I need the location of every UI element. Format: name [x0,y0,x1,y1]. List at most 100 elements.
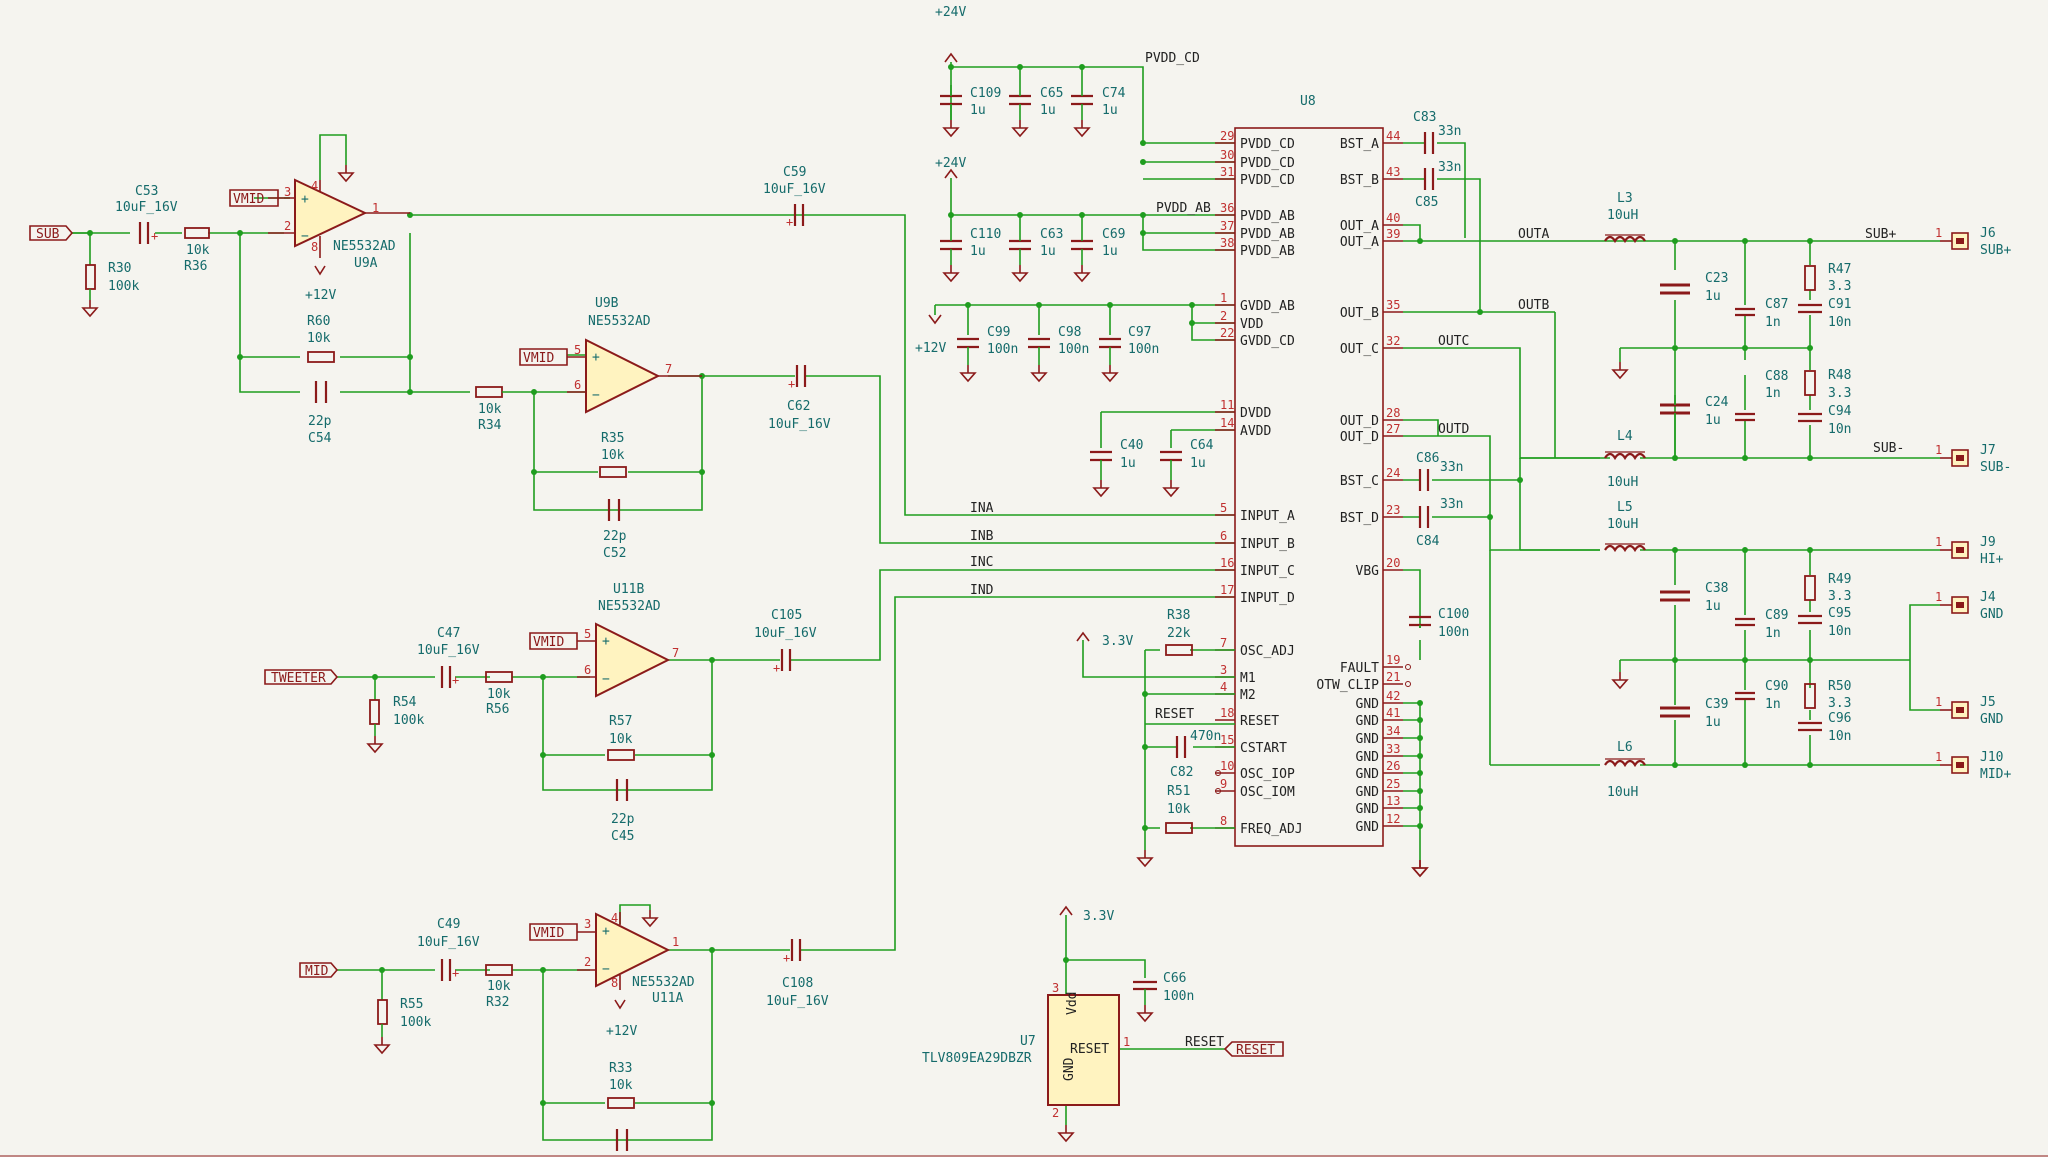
pin-number: 1 [1935,750,1942,764]
svg-text:+: + [783,951,790,965]
vmid-label-u9b: VMID [519,348,568,366]
svg-text:VMID: VMID [533,635,564,650]
pin-name: FREQ_ADJ [1240,822,1303,837]
svg-text:U8: U8 [1300,94,1316,109]
pin-number: 27 [1386,422,1400,436]
connector-ref: J9 [1980,535,1996,550]
pin-number: 32 [1386,334,1400,348]
svg-text:C40: C40 [1120,438,1143,453]
pin-name: BST_D [1340,511,1379,526]
svg-text:C23: C23 [1705,271,1728,286]
pin-number: 39 [1386,227,1400,241]
pin-name: OUT_C [1340,342,1379,357]
pin-name: M1 [1240,671,1256,686]
pin-number: 36 [1220,201,1234,215]
connector-net: SUB- [1980,460,2011,475]
svg-text:NE5532AD: NE5532AD [598,599,661,614]
svg-text:R49: R49 [1828,572,1851,587]
vmid-label-u11b: VMID [529,632,578,650]
port-sub: SUB [29,225,74,242]
svg-text:6: 6 [584,663,591,677]
connector-ref: J7 [1980,443,1996,458]
pin-name: PVDD_CD [1240,173,1295,188]
svg-text:100n: 100n [1058,342,1089,357]
svg-text:R30: R30 [108,261,131,276]
pin-number: 1 [1935,226,1942,240]
svg-text:C39: C39 [1705,697,1728,712]
svg-text:1u: 1u [1705,599,1721,614]
opamp-u11b: +− 5 6 7 U11B NE5532AD [577,582,679,698]
svg-text:INC: INC [970,555,993,570]
pin-number: 1 [1220,291,1227,305]
svg-text:C66: C66 [1163,971,1186,986]
svg-text:R51: R51 [1167,784,1190,799]
svg-text:C52: C52 [603,546,626,561]
svg-text:GND: GND [1062,1057,1077,1081]
svg-text:SUB+: SUB+ [1865,227,1896,242]
svg-text:C38: C38 [1705,581,1728,596]
svg-text:5: 5 [584,627,591,641]
svg-text:C109: C109 [970,86,1001,101]
svg-text:C86: C86 [1416,451,1439,466]
svg-text:C85: C85 [1415,195,1438,210]
svg-text:C89: C89 [1765,608,1788,623]
pin-name: DVDD [1240,406,1271,421]
svg-text:U9A: U9A [354,256,378,271]
connector-ref: J10 [1980,750,2003,765]
pin-name: INPUT_A [1240,509,1295,524]
svg-text:2: 2 [584,955,591,969]
pin-number: 10 [1220,759,1234,773]
pin-number: 12 [1386,812,1400,826]
port-sub-label: SUB [36,227,60,242]
pin-number: 1 [1935,535,1942,549]
pin-number: 41 [1386,706,1400,720]
pin-number: 31 [1220,165,1234,179]
svg-text:C74: C74 [1102,86,1126,101]
pin-name: GVDD_AB [1240,299,1295,314]
pin-number: 21 [1386,670,1400,684]
pin-number: 18 [1220,706,1234,720]
svg-text:1n: 1n [1765,315,1781,330]
pin-name: VDD [1240,317,1264,332]
svg-text:1: 1 [672,935,679,949]
amplifier-u8: U8 29PVDD_CD30PVDD_CD31PVDD_CD36PVDD_AB3… [1215,94,1403,847]
pin-number: 19 [1386,653,1400,667]
connector-net: SUB+ [1980,243,2011,258]
svg-text:22p: 22p [611,812,635,827]
svg-text:C45: C45 [611,829,634,844]
capacitor-c52b [615,1129,629,1151]
svg-text:3.3: 3.3 [1828,386,1851,401]
svg-text:+: + [786,215,793,229]
pin-name: INPUT_B [1240,537,1295,552]
svg-text:3: 3 [284,185,291,199]
pin-name: OUT_B [1340,306,1379,321]
svg-text:R34: R34 [478,418,502,433]
svg-text:10k: 10k [307,331,331,346]
svg-text:1u: 1u [1705,289,1721,304]
svg-text:3.3V: 3.3V [1102,634,1133,649]
connector-ref: J4 [1980,590,1996,605]
